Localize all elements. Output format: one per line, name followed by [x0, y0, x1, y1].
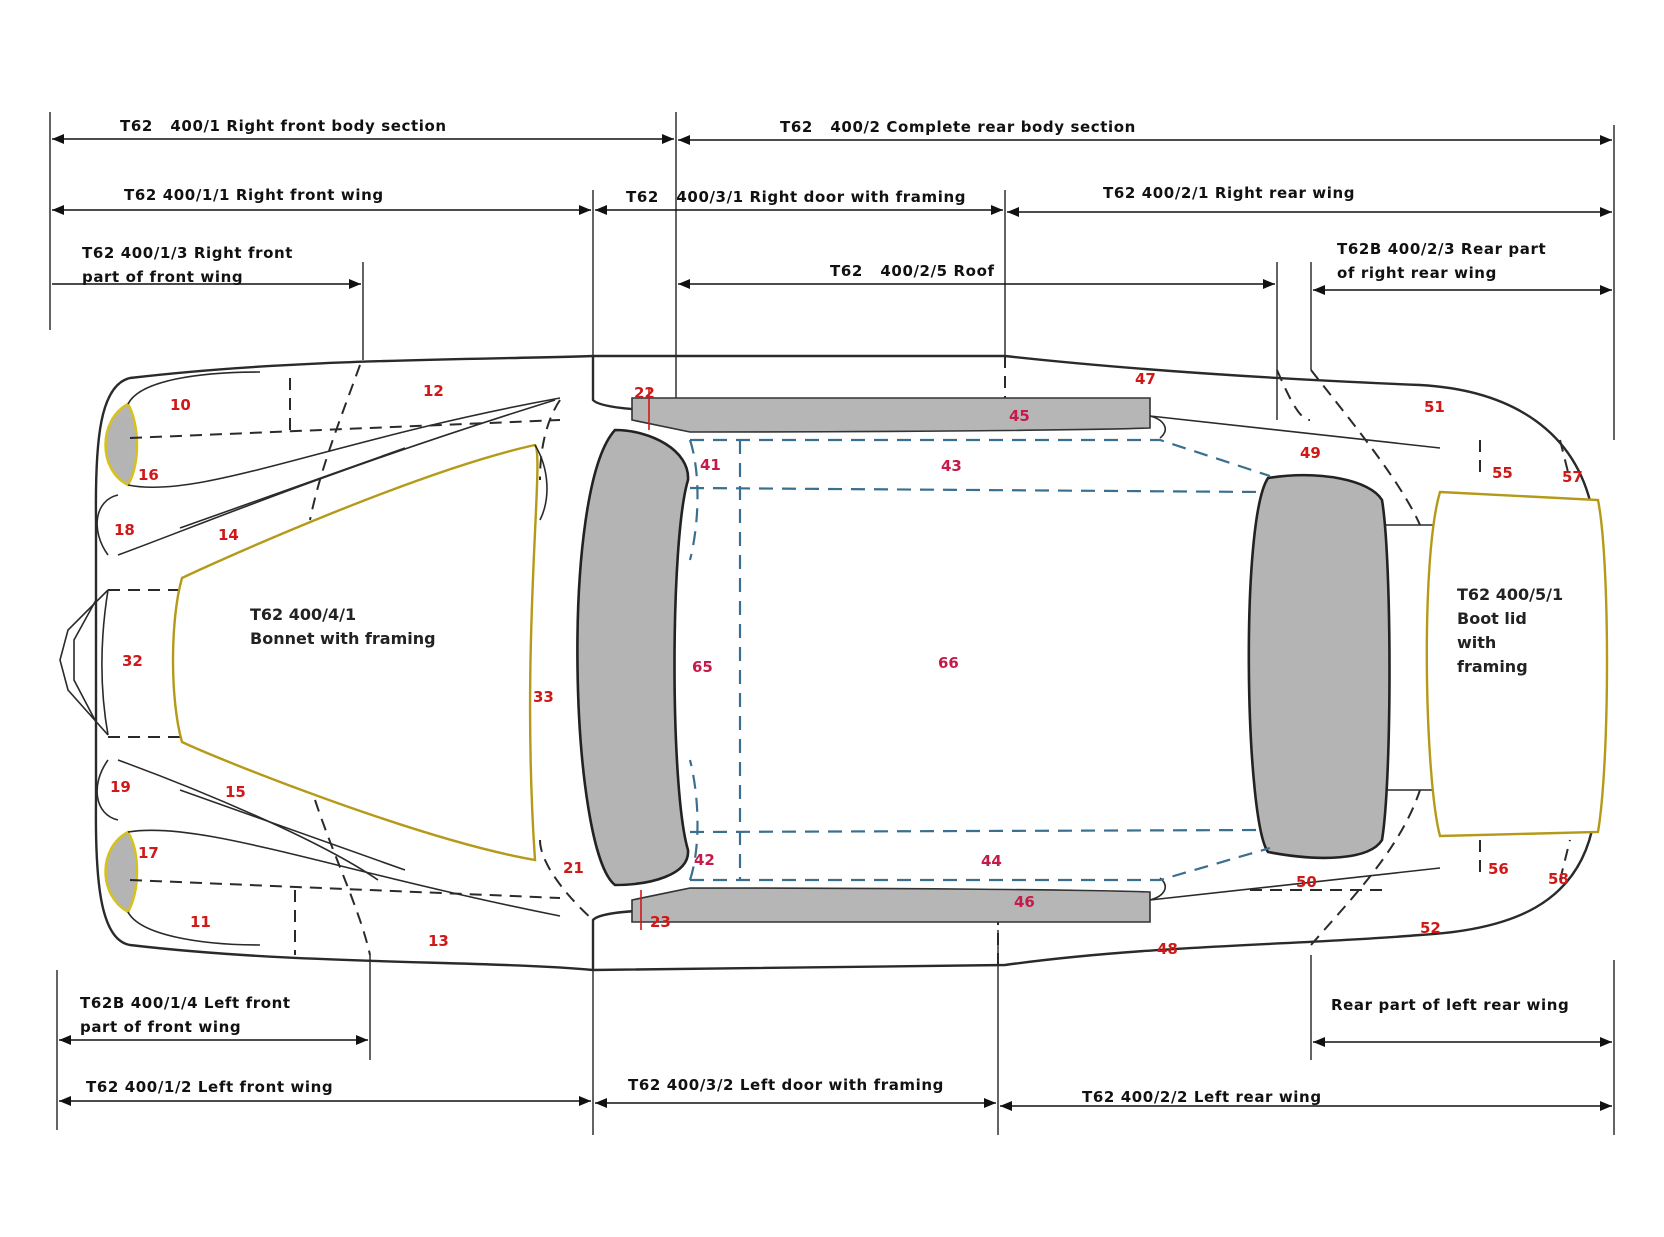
part-number-49: 49 — [1300, 444, 1321, 462]
label-right-rear-wing: T62 400/2/1 Right rear wing — [1103, 184, 1355, 202]
part-number-43: 43 — [941, 457, 962, 475]
label-left-rear-wing: T62 400/2/2 Left rear wing — [1082, 1088, 1322, 1106]
headlight-left — [104, 830, 139, 914]
label-rear-part-right-1: T62B 400/2/3 Rear part — [1337, 240, 1546, 258]
label-right-front-body-section: T62 400/1 Right front body section — [120, 117, 447, 135]
part-number-22: 22 — [634, 384, 655, 402]
label-left-front-part-2: part of front wing — [80, 1018, 241, 1036]
label-boot-4: framing — [1457, 657, 1528, 676]
label-complete-rear-body-section: T62 400/2 Complete rear body section — [780, 118, 1136, 136]
part-number-45: 45 — [1009, 407, 1030, 425]
part-number-15: 15 — [225, 783, 246, 801]
body-outer — [94, 354, 1602, 972]
label-left-front-part-1: T62B 400/1/4 Left front — [80, 994, 291, 1012]
part-number-55: 55 — [1492, 464, 1513, 482]
part-number-21: 21 — [563, 859, 584, 877]
label-roof: T62 400/2/5 Roof — [830, 262, 995, 280]
label-boot-1: T62 400/5/1 — [1457, 585, 1563, 604]
part-number-12: 12 — [423, 382, 444, 400]
part-number-58: 58 — [1548, 870, 1569, 888]
part-number-51: 51 — [1424, 398, 1445, 416]
boot-lid-panel — [1425, 490, 1609, 838]
label-right-front-wing: T62 400/1/1 Right front wing — [124, 186, 384, 204]
part-numbers: 10 11 12 13 14 15 16 17 18 19 21 22 23 3… — [110, 370, 1583, 958]
bonnet-panel — [171, 443, 539, 862]
label-boot-2: Boot lid — [1457, 609, 1527, 628]
seam-lines — [108, 356, 1571, 965]
label-right-front-part-1: T62 400/1/3 Right front — [82, 244, 293, 262]
dimension-labels: T62 400/1 Right front body section T62 4… — [80, 117, 1569, 1106]
part-number-17: 17 — [138, 844, 159, 862]
part-number-47: 47 — [1135, 370, 1156, 388]
part-number-66: 66 — [938, 654, 959, 672]
part-number-56: 56 — [1488, 860, 1509, 878]
headlight-right — [104, 402, 139, 487]
part-number-42: 42 — [694, 851, 715, 869]
right-sill — [631, 397, 1151, 433]
part-number-19: 19 — [110, 778, 131, 796]
part-number-18: 18 — [114, 521, 135, 539]
label-left-front-wing: T62 400/1/2 Left front wing — [86, 1078, 333, 1096]
part-number-46: 46 — [1014, 893, 1035, 911]
panel-labels: T62 400/4/1 Bonnet with framing T62 400/… — [250, 585, 1563, 676]
part-number-44: 44 — [981, 852, 1002, 870]
label-left-door: T62 400/3/2 Left door with framing — [628, 1076, 944, 1094]
part-number-52: 52 — [1420, 919, 1441, 937]
part-number-10: 10 — [170, 396, 191, 414]
label-boot-3: with — [1457, 633, 1496, 652]
part-number-41: 41 — [700, 456, 721, 474]
label-right-door: T62 400/3/1 Right door with framing — [626, 188, 966, 206]
part-number-14: 14 — [218, 526, 239, 544]
part-number-33: 33 — [533, 688, 554, 706]
label-bonnet-2: Bonnet with framing — [250, 629, 436, 648]
part-number-13: 13 — [428, 932, 449, 950]
dimension-arrows — [52, 134, 1612, 1111]
windscreen — [576, 428, 690, 887]
part-number-48: 48 — [1157, 940, 1178, 958]
label-bonnet-1: T62 400/4/1 — [250, 605, 356, 624]
part-number-65: 65 — [692, 658, 713, 676]
label-rear-part-right-2: of right rear wing — [1337, 264, 1497, 282]
part-number-57: 57 — [1562, 468, 1583, 486]
rear-window — [1247, 473, 1391, 860]
part-number-11: 11 — [190, 913, 211, 931]
left-sill — [631, 887, 1151, 923]
label-rear-part-left: Rear part of left rear wing — [1331, 996, 1569, 1014]
part-number-32: 32 — [122, 652, 143, 670]
part-number-23: 23 — [650, 913, 671, 931]
part-number-50: 50 — [1296, 873, 1317, 891]
part-number-16: 16 — [138, 466, 159, 484]
roof-seams — [688, 438, 1271, 882]
label-right-front-part-2: part of front wing — [82, 268, 243, 286]
